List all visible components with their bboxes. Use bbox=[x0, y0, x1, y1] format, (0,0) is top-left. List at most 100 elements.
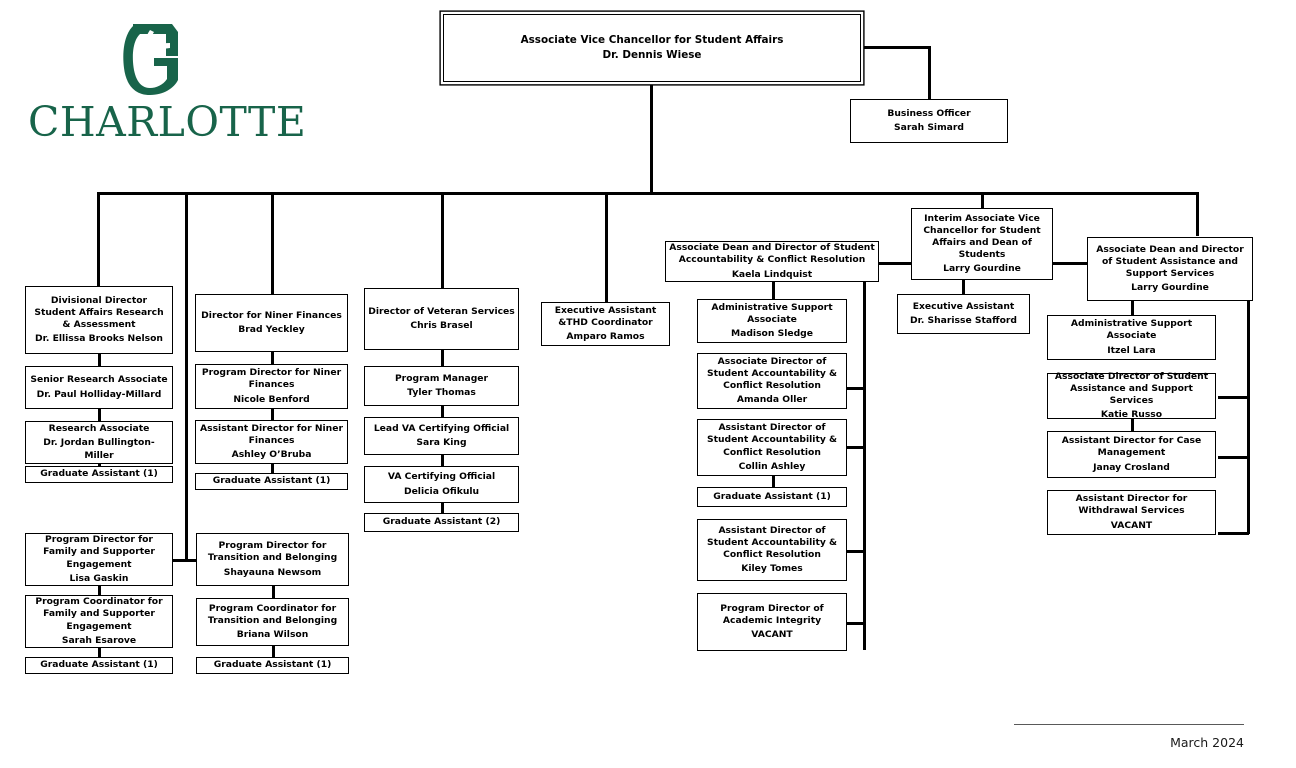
node-program-coordinator-family-supporter-engagement[interactable]: Program Coordinator for Family and Suppo… bbox=[25, 595, 173, 648]
node-person: Kaela Lindquist bbox=[731, 268, 813, 280]
footer-date: March 2024 bbox=[1170, 735, 1244, 750]
node-senior-research-associate[interactable]: Senior Research Associate Dr. Paul Holli… bbox=[25, 366, 173, 409]
node-person: Katie Russo bbox=[1100, 409, 1163, 421]
node-person: Collin Ashley bbox=[738, 460, 806, 472]
node-assistant-director-niner-finances[interactable]: Assistant Director for Niner Finances As… bbox=[195, 420, 348, 464]
node-person: Amanda Oller bbox=[736, 394, 808, 406]
node-business-officer[interactable]: Business Officer Sarah Simard bbox=[850, 99, 1008, 143]
connector-research-chain-1 bbox=[98, 354, 101, 366]
node-person: Sarah Simard bbox=[894, 122, 964, 133]
node-graduate-assistant-research[interactable]: Graduate Assistant (1) bbox=[25, 466, 173, 483]
connector-sacr-arm-asst-dir-2 bbox=[846, 550, 865, 553]
node-person: Madison Sledge bbox=[731, 328, 813, 340]
node-associate-dean-student-assistance-support-services[interactable]: Associate Dean and Director of Student A… bbox=[1087, 237, 1253, 301]
node-title: Graduate Assistant (1) bbox=[212, 475, 331, 487]
node-title: Graduate Assistant (1) bbox=[213, 659, 332, 671]
connector-niner-chain-3 bbox=[271, 464, 274, 473]
node-program-director-family-supporter-engagement[interactable]: Program Director for Family and Supporte… bbox=[25, 533, 173, 586]
node-title: Senior Research Associate bbox=[30, 374, 168, 386]
chart-footer: March 2024 bbox=[1014, 723, 1244, 750]
node-title: Business Officer bbox=[887, 107, 971, 119]
node-person: Ashley O’Bruba bbox=[231, 449, 312, 461]
connector-veteran-chain-1 bbox=[441, 350, 444, 366]
node-person: Larry Gourdine bbox=[1131, 282, 1209, 294]
node-graduate-assistant-niner[interactable]: Graduate Assistant (1) bbox=[195, 473, 348, 490]
connector-drop-sass bbox=[1196, 192, 1199, 236]
node-graduate-assistant-family[interactable]: Graduate Assistant (1) bbox=[25, 657, 173, 674]
connector-sass-assoc-to-case bbox=[1131, 419, 1134, 431]
node-title: Assistant Director of Student Accountabi… bbox=[706, 422, 838, 458]
node-interim-associate-vice-chancellor-dean-of-students[interactable]: Interim Associate Vice Chancellor for St… bbox=[911, 208, 1053, 280]
node-graduate-assistant-sacr[interactable]: Graduate Assistant (1) bbox=[697, 487, 847, 507]
node-title: Program Director for Niner Finances bbox=[201, 367, 342, 391]
node-title: Program Manager bbox=[394, 372, 489, 384]
node-title: Assistant Director for Case Management bbox=[1061, 435, 1202, 459]
node-program-director-academic-integrity[interactable]: Program Director of Academic Integrity V… bbox=[697, 593, 847, 651]
connector-drop-veteran bbox=[441, 192, 444, 288]
connector-transition-chain-1 bbox=[272, 586, 275, 598]
node-person: Lisa Gaskin bbox=[69, 572, 129, 584]
node-director-niner-finances[interactable]: Director for Niner Finances Brad Yeckley bbox=[195, 294, 348, 352]
connector-veteran-chain-2 bbox=[441, 406, 444, 417]
connector-drop-niner bbox=[271, 192, 274, 294]
connector-veteran-chain-3 bbox=[441, 455, 444, 466]
connector-drop-family-transition bbox=[185, 192, 188, 560]
connector-interim-to-sacr bbox=[879, 262, 912, 265]
connector-research-chain-2 bbox=[98, 409, 101, 421]
node-title: Director for Niner Finances bbox=[201, 309, 342, 321]
connector-family-chain-2 bbox=[98, 648, 101, 657]
node-administrative-support-associate-sass[interactable]: Administrative Support Associate Itzel L… bbox=[1047, 315, 1216, 360]
node-administrative-support-associate-sacr[interactable]: Administrative Support Associate Madison… bbox=[697, 299, 847, 343]
node-person: Delicia Ofikulu bbox=[403, 485, 480, 497]
node-program-coordinator-transition-belonging[interactable]: Program Coordinator for Transition and B… bbox=[196, 598, 349, 646]
node-divisional-director-research-assessment[interactable]: Divisional Director Student Affairs Rese… bbox=[25, 286, 173, 354]
connector-family-chain-1 bbox=[98, 586, 101, 597]
node-assistant-director-sacr-kiley-tomes[interactable]: Assistant Director of Student Accountabi… bbox=[697, 519, 847, 581]
node-title: Administrative Support Associate bbox=[711, 301, 833, 325]
node-associate-director-sacr[interactable]: Associate Director of Student Accountabi… bbox=[697, 353, 847, 409]
node-program-director-transition-belonging[interactable]: Program Director for Transition and Belo… bbox=[196, 533, 349, 586]
node-associate-director-sass[interactable]: Associate Director of Student Assistance… bbox=[1047, 370, 1216, 421]
node-va-certifying-official[interactable]: VA Certifying Official Delicia Ofikulu bbox=[364, 466, 519, 503]
connector-main-bus bbox=[97, 192, 1197, 195]
node-assistant-director-case-management[interactable]: Assistant Director for Case Management J… bbox=[1047, 431, 1216, 478]
node-title: Divisional Director Student Affairs Rese… bbox=[34, 294, 164, 330]
charlotte-c-pickaxe-logo bbox=[123, 24, 178, 95]
node-graduate-assistant-transition[interactable]: Graduate Assistant (1) bbox=[196, 657, 349, 674]
node-associate-dean-student-accountability-conflict-resolution[interactable]: Associate Dean and Director of Student A… bbox=[665, 241, 879, 282]
node-person: Dr. Dennis Wiese bbox=[602, 48, 702, 61]
connector-sacr-rail bbox=[863, 282, 866, 650]
node-title: Assistant Director of Student Accountabi… bbox=[706, 524, 838, 560]
node-person: Nicole Benford bbox=[233, 393, 310, 405]
connector-niner-chain-1 bbox=[271, 352, 274, 364]
node-person: Briana Wilson bbox=[236, 629, 309, 641]
connector-drop-exec-thd bbox=[605, 192, 608, 302]
node-associate-vice-chancellor[interactable]: Associate Vice Chancellor for Student Af… bbox=[443, 14, 861, 82]
node-title: Lead VA Certifying Official bbox=[373, 422, 510, 434]
connector-veteran-chain-4 bbox=[441, 503, 444, 513]
node-title: Director of Veteran Services bbox=[368, 305, 515, 317]
node-title: Associate Dean and Director of Student A… bbox=[1096, 243, 1244, 279]
node-person: Sara King bbox=[416, 437, 467, 448]
node-lead-va-certifying-official[interactable]: Lead VA Certifying Official Sara King bbox=[364, 417, 519, 455]
connector-niner-chain-2 bbox=[271, 409, 274, 420]
node-assistant-director-sacr-collin-ashley[interactable]: Assistant Director of Student Accountabi… bbox=[697, 419, 847, 476]
node-title: Program Director of Academic Integrity bbox=[720, 602, 824, 626]
node-research-associate[interactable]: Research Associate Dr. Jordan Bullington… bbox=[25, 421, 173, 464]
node-assistant-director-withdrawal-services[interactable]: Assistant Director for Withdrawal Servic… bbox=[1047, 490, 1216, 535]
node-person: Sarah Esarove bbox=[61, 634, 137, 646]
node-executive-assistant-dean-of-students[interactable]: Executive Assistant Dr. Sharisse Staffor… bbox=[897, 294, 1030, 334]
node-title: Associate Dean and Director of Student A… bbox=[669, 242, 875, 266]
connector-root-to-business-officer-v bbox=[928, 46, 931, 99]
node-executive-assistant-thd-coordinator[interactable]: Executive Assistant &THD Coordinator Amp… bbox=[541, 302, 670, 346]
node-director-veteran-services[interactable]: Director of Veteran Services Chris Brase… bbox=[364, 288, 519, 350]
connector-sass-to-admin bbox=[1131, 301, 1134, 315]
node-program-manager-veteran[interactable]: Program Manager Tyler Thomas bbox=[364, 366, 519, 406]
node-title: Graduate Assistant (1) bbox=[713, 490, 831, 502]
connector-sass-rail bbox=[1247, 301, 1250, 534]
connector-sass-arm-assoc-dir bbox=[1218, 396, 1249, 399]
node-graduate-assistant-veteran[interactable]: Graduate Assistant (2) bbox=[364, 513, 519, 532]
node-title: Associate Director of Student Assistance… bbox=[1054, 370, 1209, 406]
node-program-director-niner-finances[interactable]: Program Director for Niner Finances Nico… bbox=[195, 364, 348, 409]
node-title: Program Director for Transition and Belo… bbox=[207, 540, 338, 564]
